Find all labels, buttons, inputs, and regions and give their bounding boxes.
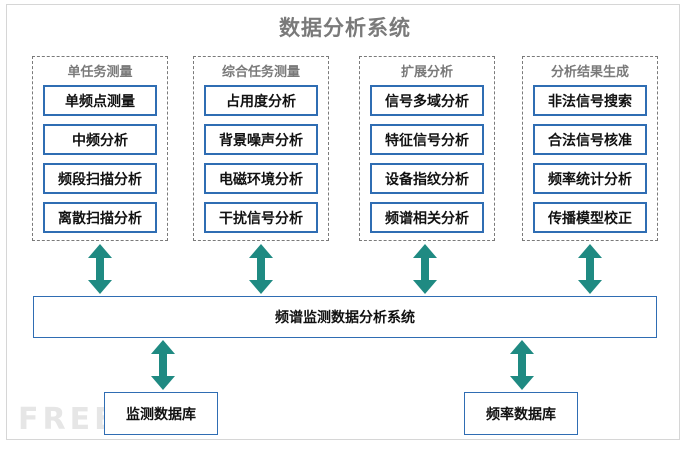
- group-single-task: 单任务测量 单频点测量 中频分析 频段扫描分析 离散扫描分析: [32, 56, 168, 241]
- item-box: 设备指纹分析: [370, 163, 484, 194]
- double-arrow-icon: [578, 244, 602, 294]
- item-box: 频率统计分析: [533, 163, 647, 194]
- double-arrow-icon: [88, 244, 112, 294]
- center-system-bar: 频谱监测数据分析系统: [33, 296, 657, 338]
- item-box: 信号多域分析: [370, 85, 484, 116]
- item-box: 离散扫描分析: [43, 202, 157, 233]
- double-arrow-icon: [413, 244, 437, 294]
- item-box: 频段扫描分析: [43, 163, 157, 194]
- double-arrow-icon: [510, 340, 534, 390]
- item-box: 干扰信号分析: [204, 202, 318, 233]
- group-extended-analysis: 扩展分析 信号多域分析 特征信号分析 设备指纹分析 频谱相关分析: [359, 56, 495, 241]
- outer-frame: [6, 4, 680, 440]
- item-box: 单频点测量: [43, 85, 157, 116]
- item-box: 电磁环境分析: [204, 163, 318, 194]
- group-label: 分析结果生成: [550, 65, 629, 80]
- item-box: 中频分析: [43, 124, 157, 155]
- double-arrow-icon: [249, 244, 273, 294]
- double-arrow-icon: [151, 340, 175, 390]
- group-label: 单任务测量: [67, 65, 133, 80]
- group-result-generation: 分析结果生成 非法信号搜索 合法信号核准 频率统计分析 传播模型校正: [522, 56, 658, 241]
- frequency-database-box: 频率数据库: [464, 392, 578, 435]
- item-box: 传播模型校正: [533, 202, 647, 233]
- item-box: 非法信号搜索: [533, 85, 647, 116]
- item-box: 特征信号分析: [370, 124, 484, 155]
- group-composite-task: 综合任务测量 占用度分析 背景噪声分析 电磁环境分析 干扰信号分析: [193, 56, 329, 241]
- item-box: 占用度分析: [204, 85, 318, 116]
- group-label: 综合任务测量: [221, 65, 300, 80]
- diagram-title: 数据分析系统: [279, 16, 411, 40]
- monitoring-database-box: 监测数据库: [104, 392, 218, 435]
- item-box: 合法信号核准: [533, 124, 647, 155]
- group-label: 扩展分析: [400, 65, 453, 80]
- item-box: 背景噪声分析: [204, 124, 318, 155]
- item-box: 频谱相关分析: [370, 202, 484, 233]
